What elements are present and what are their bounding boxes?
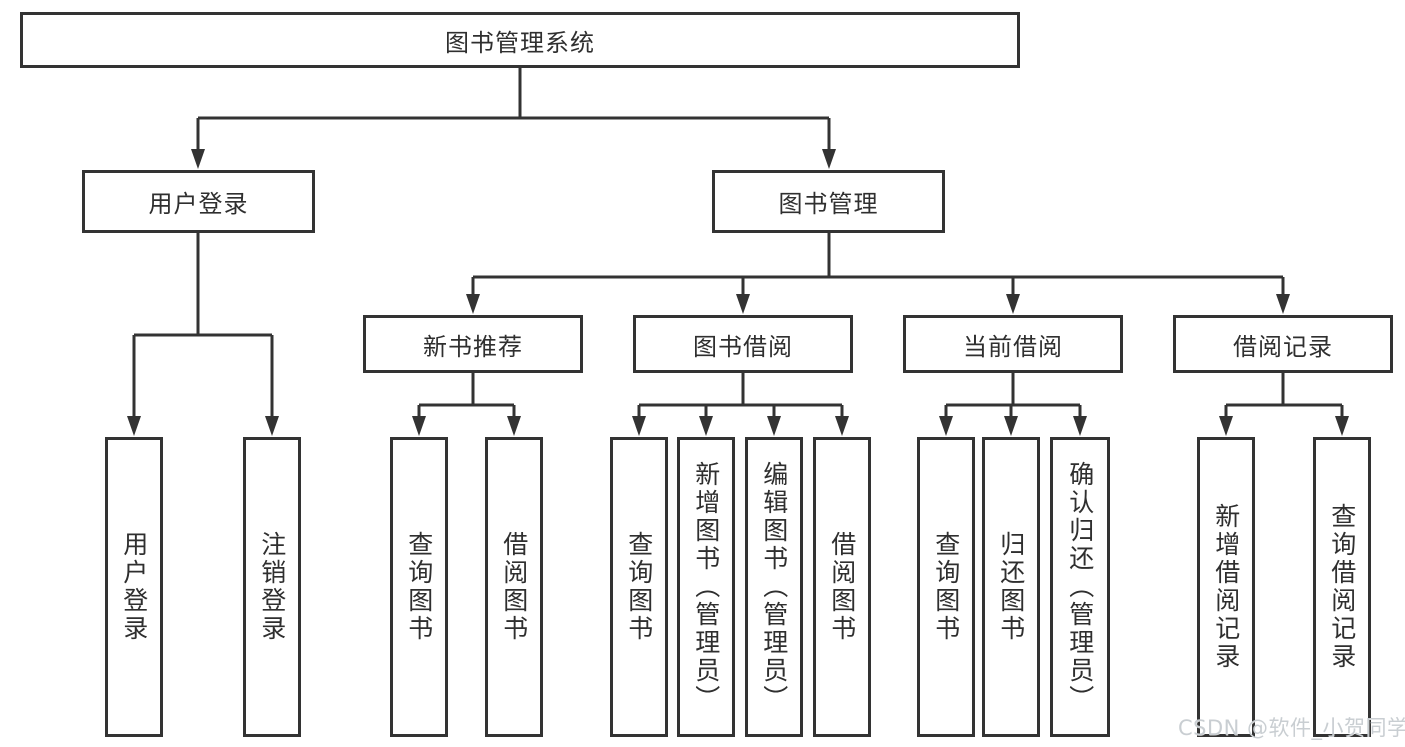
leaf-records-query-label: 查询借阅记录 — [1327, 503, 1357, 671]
node-new-book-recommend-label: 新书推荐 — [423, 332, 523, 361]
leaf-records-query: 查询借阅记录 — [1313, 437, 1371, 737]
leaf-borrow-edit-admin: 编辑图书（管理员） — [745, 437, 803, 737]
leaf-user-login: 用户登录 — [105, 437, 163, 737]
leaf-current-return-label: 归还图书 — [996, 531, 1026, 643]
leaf-records-add: 新增借阅记录 — [1197, 437, 1255, 737]
leaf-current-confirm-admin: 确认归还（管理员） — [1050, 437, 1110, 737]
leaf-logout: 注销登录 — [243, 437, 301, 737]
node-current-borrow: 当前借阅 — [903, 315, 1123, 373]
node-book-management: 图书管理 — [712, 170, 945, 233]
leaf-newbooks-borrow-label: 借阅图书 — [499, 531, 529, 643]
node-book-borrow: 图书借阅 — [633, 315, 853, 373]
node-root-label: 图书管理系统 — [445, 28, 595, 57]
leaf-records-add-label: 新增借阅记录 — [1211, 503, 1241, 671]
leaf-borrow-borrow-label: 借阅图书 — [827, 531, 857, 643]
node-new-book-recommend: 新书推荐 — [363, 315, 583, 373]
leaf-newbooks-borrow: 借阅图书 — [485, 437, 543, 737]
node-user-login: 用户登录 — [82, 170, 315, 233]
leaf-newbooks-query: 查询图书 — [390, 437, 448, 737]
leaf-logout-label: 注销登录 — [257, 531, 287, 643]
node-current-borrow-label: 当前借阅 — [963, 332, 1063, 361]
leaf-current-confirm-admin-label: 确认归还（管理员） — [1065, 461, 1095, 713]
leaf-borrow-query-label: 查询图书 — [624, 531, 654, 643]
leaf-borrow-borrow: 借阅图书 — [813, 437, 871, 737]
node-book-management-label: 图书管理 — [778, 190, 879, 218]
leaf-borrow-add-admin-label: 新增图书（管理员） — [691, 461, 721, 713]
leaf-current-return: 归还图书 — [982, 437, 1040, 737]
node-borrow-records-label: 借阅记录 — [1233, 332, 1333, 361]
node-user-login-label: 用户登录 — [148, 190, 249, 218]
csdn-watermark: CSDN @软件_小贺同学 — [1178, 716, 1405, 740]
leaf-borrow-add-admin: 新增图书（管理员） — [677, 437, 735, 737]
leaf-borrow-query: 查询图书 — [610, 437, 668, 737]
leaf-newbooks-query-label: 查询图书 — [404, 531, 434, 643]
leaf-user-login-label: 用户登录 — [119, 531, 149, 643]
arrowheads — [127, 149, 1349, 436]
leaf-borrow-edit-admin-label: 编辑图书（管理员） — [759, 461, 789, 713]
leaf-current-query-label: 查询图书 — [931, 531, 961, 643]
leaf-current-query: 查询图书 — [917, 437, 975, 737]
node-book-borrow-label: 图书借阅 — [693, 332, 793, 361]
node-root: 图书管理系统 — [20, 12, 1020, 68]
node-borrow-records: 借阅记录 — [1173, 315, 1393, 373]
